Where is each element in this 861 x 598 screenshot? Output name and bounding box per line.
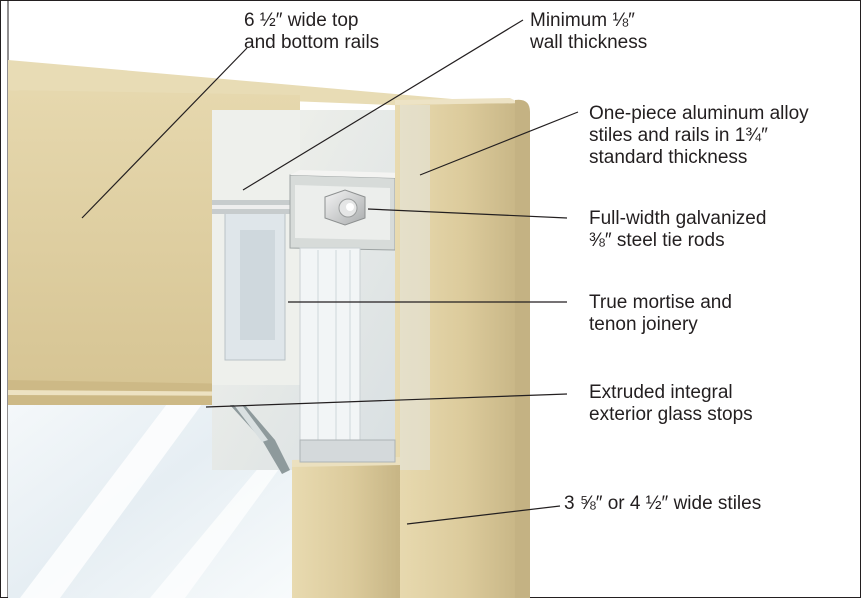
leader-wide-stiles <box>406 505 561 525</box>
callout-top-rails-line2: and bottom rails <box>244 32 380 53</box>
steel-tie-rod-nut <box>324 189 366 226</box>
upper-stile <box>395 98 520 598</box>
callout-tie-rods: Full-width galvanized ⅜″ steel tie rods <box>589 208 766 252</box>
callout-stiles-rails: One-piece aluminum alloy stiles and rail… <box>589 103 809 169</box>
callout-joinery: True mortise and tenon joinery <box>589 292 732 336</box>
glass-stop-highlight <box>234 405 268 442</box>
callout-glass-stops: Extruded integral exterior glass stops <box>589 382 753 426</box>
lower-stile <box>292 439 400 598</box>
callout-joinery-line1: True mortise and <box>589 292 732 313</box>
callout-glass-stops-line2: exterior glass stops <box>589 404 753 425</box>
callout-tie-rods-line1: Full-width galvanized <box>589 208 767 229</box>
callout-stiles-rails-line2: stiles and rails in 1¾″ <box>589 125 768 146</box>
callout-glass-stops-line1: Extruded integral <box>589 382 733 403</box>
leader-glass-stops <box>205 393 568 408</box>
callout-wall-thickness-line1: Minimum ⅛″ <box>530 10 635 31</box>
callout-wide-stiles-line1: 3 ⅝″ or 4 ½″ wide stiles <box>564 493 762 514</box>
callout-wide-stiles: 3 ⅝″ or 4 ½″ wide stiles <box>564 493 761 515</box>
callout-joinery-line2: tenon joinery <box>589 314 698 335</box>
leader-stiles-rails <box>419 111 579 176</box>
callout-wall-thickness: Minimum ⅛″ wall thickness <box>530 10 647 54</box>
callout-stiles-rails-line1: One-piece aluminum alloy <box>589 103 809 124</box>
stile-rounded-edge <box>515 99 530 598</box>
callout-stiles-rails-line3: standard thickness <box>589 147 748 168</box>
glass-stop <box>230 405 290 474</box>
leader-tie-rods <box>367 208 568 219</box>
leader-top-rails <box>81 47 248 219</box>
leader-wall-thickness <box>242 19 524 191</box>
leader-lines <box>81 19 579 525</box>
callout-tie-rods-line2: ⅜″ steel tie rods <box>589 230 725 251</box>
callout-top-rails: 6 ½″ wide top and bottom rails <box>244 10 379 54</box>
callout-wall-thickness-line2: wall thickness <box>530 32 648 53</box>
callout-top-rails-line1: 6 ½″ wide top <box>244 10 359 31</box>
